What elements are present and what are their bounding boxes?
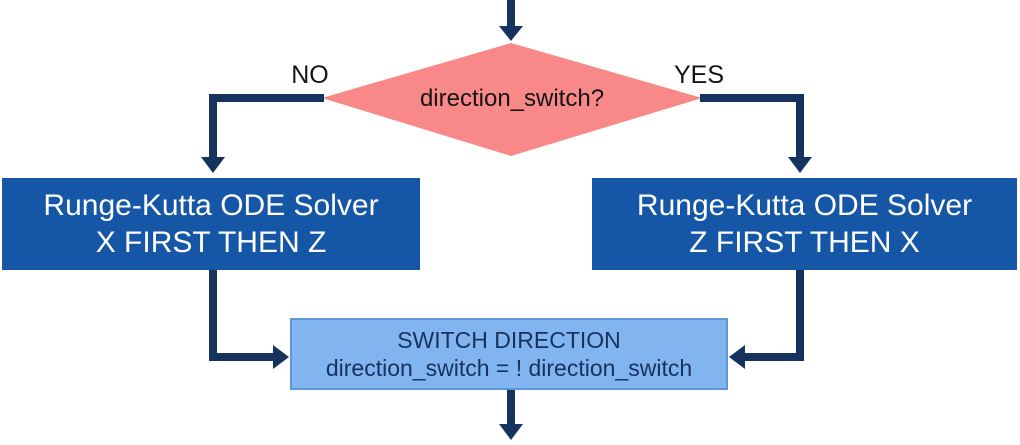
arrow-yes-branch-head [788, 157, 812, 173]
arrow-left-to-switch-shaft [209, 270, 274, 361]
switch-direction-box: SWITCH DIRECTION direction_switch = ! di… [290, 318, 728, 390]
solver-box-x-first-line2: X FIRST THEN Z [95, 226, 327, 259]
arrow-no-branch-head [201, 157, 225, 173]
switch-direction-box-line2: direction_switch = ! direction_switch [325, 355, 693, 381]
yes-branch-label: YES [673, 61, 725, 89]
solver-box-x-first-line1: Runge-Kutta ODE Solver [43, 189, 379, 222]
no-branch-label: NO [291, 61, 329, 89]
solver-box-z-first: Runge-Kutta ODE Solver Z FIRST THEN X [592, 178, 1017, 270]
arrow-left-to-switch-head [273, 345, 289, 369]
arrow-no-branch-shaft [209, 94, 324, 158]
decision-diamond [322, 43, 702, 156]
decision-label: direction_switch? [419, 85, 605, 112]
solver-box-z-first-line2: Z FIRST THEN X [689, 226, 920, 259]
arrow-entry-head [499, 26, 523, 41]
arrow-right-to-switch-shaft [744, 270, 804, 361]
switch-direction-box-line1: SWITCH DIRECTION [397, 327, 621, 353]
solver-box-z-first-line1: Runge-Kutta ODE Solver [636, 189, 973, 222]
arrow-yes-branch-shaft [700, 94, 804, 158]
arrow-exit-head [499, 424, 523, 440]
arrow-right-to-switch-head [729, 345, 745, 369]
solver-box-x-first: Runge-Kutta ODE Solver X FIRST THEN Z [2, 178, 420, 270]
